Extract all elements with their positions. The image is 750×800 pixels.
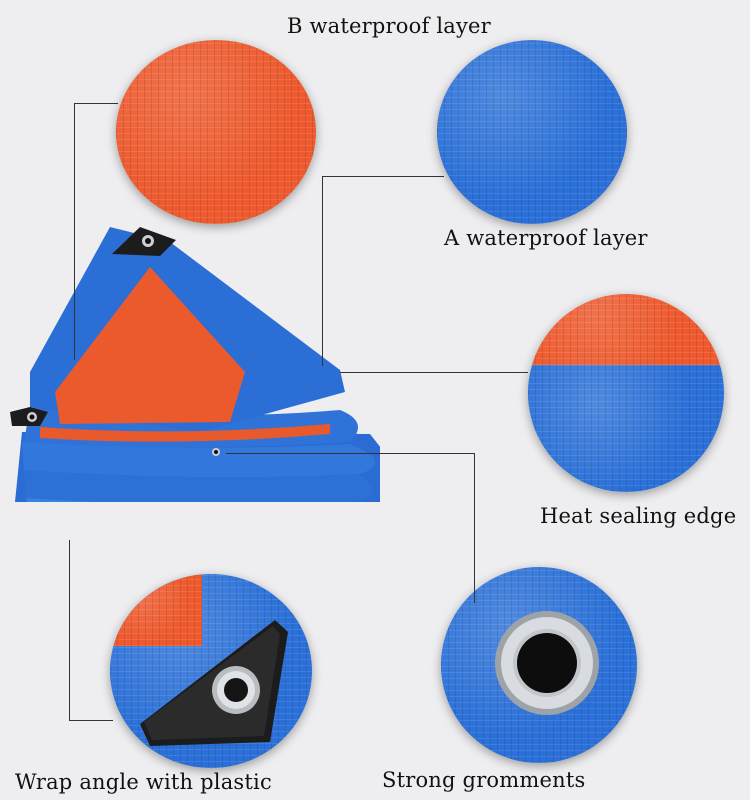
a-layer-label: A waterproof layer: [444, 226, 648, 250]
leader-line-wrap-vertical: [69, 540, 70, 720]
leader-line-grommet-vertical: [474, 453, 475, 603]
leader-line-wrap-horizontal: [69, 720, 113, 721]
heat-sealing-label: Heat sealing edge: [540, 504, 737, 528]
b-layer-detail-circle: [116, 40, 316, 224]
leader-line-heat-sealing: [340, 372, 528, 373]
b-layer-label: B waterproof layer: [287, 14, 491, 38]
a-layer-detail-circle: [437, 40, 627, 224]
grommets-label: Strong gromments: [382, 768, 586, 792]
leader-line-b-vertical: [74, 103, 75, 360]
leader-line-grommet-horizontal: [226, 453, 474, 454]
heat-sealing-detail-circle: [528, 294, 724, 492]
wrap-angle-label: Wrap angle with plastic: [15, 770, 272, 794]
wrap-angle-detail-circle: [110, 574, 312, 768]
corner-protector-icon: [140, 620, 288, 746]
folded-tarp-image: [10, 227, 380, 502]
leader-line-a-vertical: [322, 176, 323, 366]
grommet-icon: [495, 611, 599, 715]
grommet-detail-circle: [441, 567, 637, 763]
leader-line-b-top: [74, 103, 118, 104]
leader-line-a-top: [322, 176, 444, 177]
